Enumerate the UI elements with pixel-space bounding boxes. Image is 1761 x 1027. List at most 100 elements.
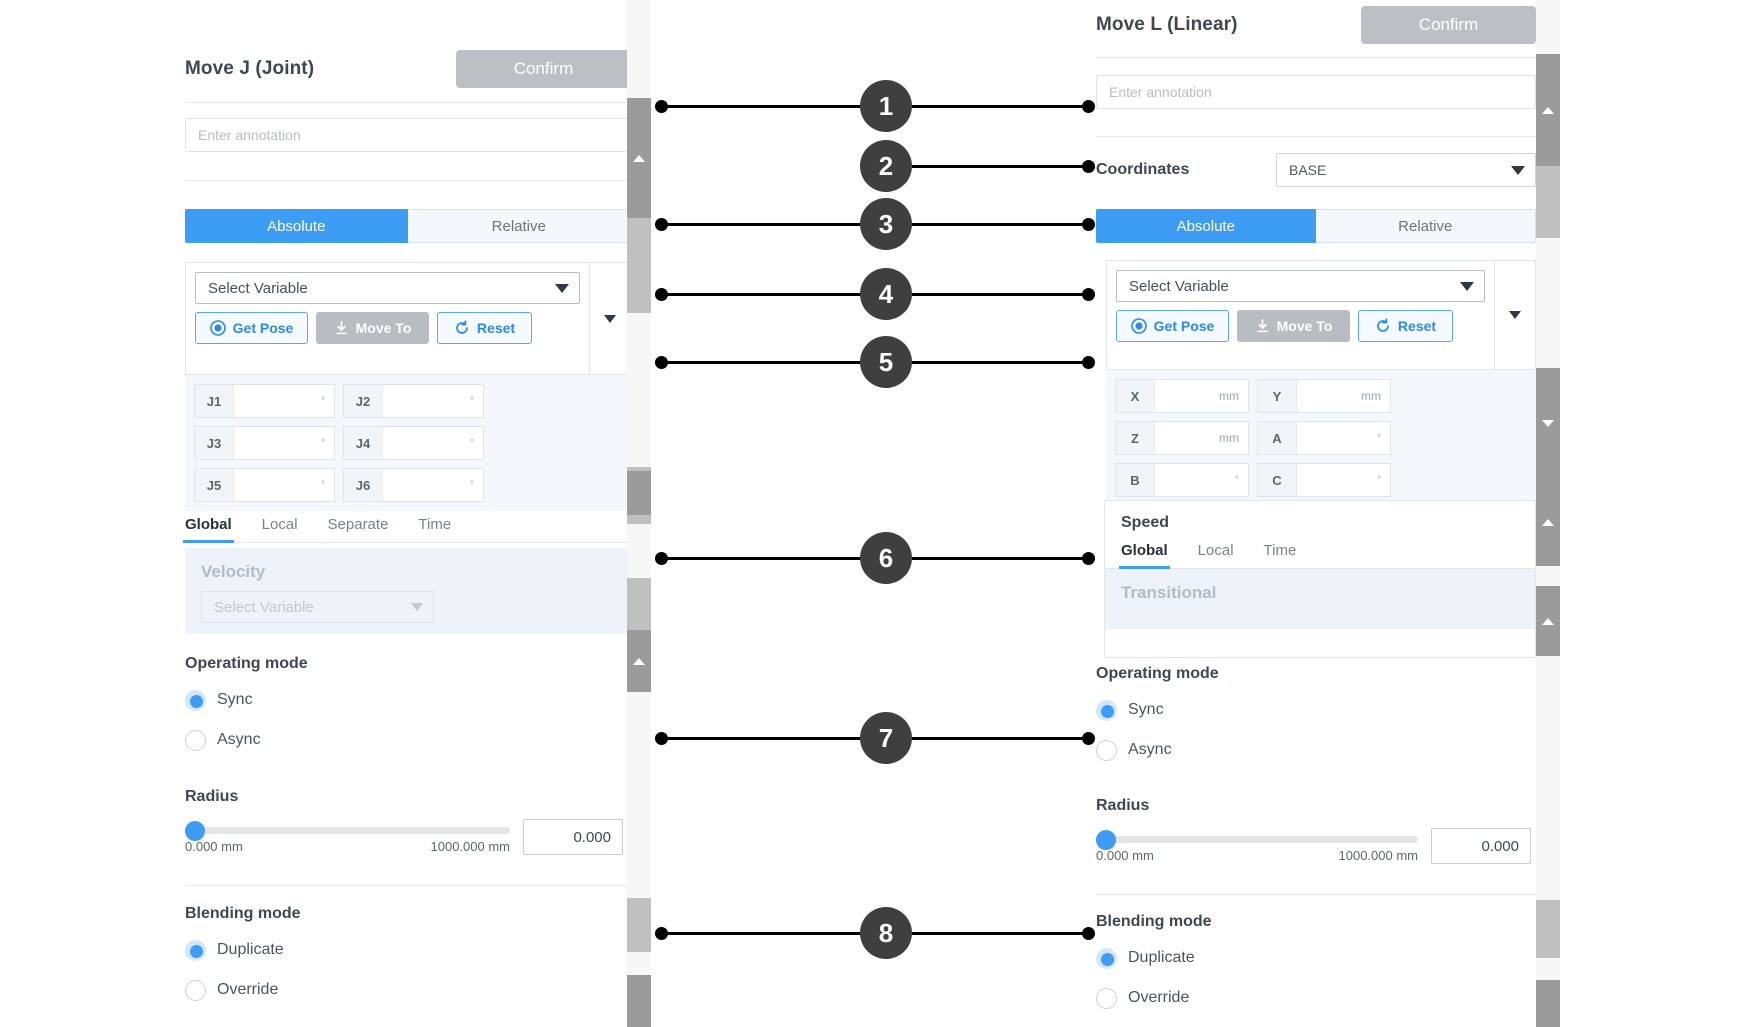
move-l-speed-tab-global[interactable]: Global bbox=[1119, 542, 1170, 569]
pose-field-z-unit: mm bbox=[1219, 431, 1239, 445]
move-j-tab-relative[interactable]: Relative bbox=[407, 209, 631, 243]
pose-field-z[interactable]: Z mm bbox=[1115, 421, 1249, 455]
move-j-speed-tab-time[interactable]: Time bbox=[418, 516, 452, 533]
move-l-scroll-thumb-g[interactable] bbox=[1536, 980, 1560, 1027]
move-j-velocity-select[interactable]: Select Variable bbox=[201, 591, 434, 623]
move-j-scroll-thumb-e[interactable] bbox=[627, 578, 651, 630]
pose-field-x-unit: mm bbox=[1219, 389, 1239, 403]
move-j-variable-select[interactable]: Select Variable bbox=[195, 272, 580, 304]
pose-field-c-value[interactable] bbox=[1297, 464, 1377, 496]
move-j-get-pose-button[interactable]: Get Pose bbox=[195, 312, 308, 344]
callout-5-line-left bbox=[660, 361, 885, 364]
move-j-radius-input[interactable]: 0.000 bbox=[523, 819, 623, 855]
move-j-radius-knob[interactable] bbox=[185, 821, 205, 841]
pose-field-b-value[interactable] bbox=[1155, 464, 1235, 496]
pose-field-y-value[interactable] bbox=[1297, 380, 1361, 412]
callout-1-dot-left bbox=[655, 100, 668, 113]
move-j-operating-mode-async[interactable]: Async bbox=[185, 725, 631, 755]
joint-field-j4[interactable]: J4 ° bbox=[343, 426, 484, 460]
move-l-scroll-thumb-f[interactable] bbox=[1536, 900, 1560, 958]
move-j-speed-tab-local[interactable]: Local bbox=[261, 516, 298, 533]
move-l-get-pose-button[interactable]: Get Pose bbox=[1116, 310, 1229, 342]
joint-field-j1[interactable]: J1 ° bbox=[194, 384, 335, 418]
callout-3-dot-left bbox=[655, 218, 668, 231]
move-l-speed-tab-local[interactable]: Local bbox=[1197, 542, 1234, 559]
move-j-header: Move J (Joint) Confirm bbox=[185, 50, 631, 88]
move-l-divider-top bbox=[1096, 57, 1536, 58]
joint-field-j6[interactable]: J6 ° bbox=[343, 468, 484, 502]
move-l-radius-range-labels: 0.000 mm 1000.000 mm bbox=[1096, 848, 1418, 863]
joint-field-j5-value[interactable] bbox=[234, 469, 321, 501]
move-j-blending-duplicate[interactable]: Duplicate bbox=[185, 935, 631, 965]
move-l-radius-knob[interactable] bbox=[1096, 830, 1116, 850]
pose-field-y[interactable]: Y mm bbox=[1257, 379, 1391, 413]
move-j-annotation-input[interactable] bbox=[185, 118, 631, 152]
move-l-tab-relative[interactable]: Relative bbox=[1315, 209, 1536, 243]
callout-marker-2: 2 bbox=[860, 140, 912, 192]
move-l-operating-mode-async[interactable]: Async bbox=[1096, 735, 1536, 765]
move-j-radius-slider[interactable]: 0.000 mm 1000.000 mm bbox=[185, 819, 510, 854]
move-l-move-to-button[interactable]: Move To bbox=[1237, 310, 1350, 342]
move-j-scrollbar[interactable] bbox=[627, 0, 651, 1027]
move-l-pose-expand[interactable] bbox=[1494, 261, 1535, 369]
move-l-scroll-thumb-e[interactable] bbox=[1536, 586, 1560, 656]
pose-field-c[interactable]: C ° bbox=[1257, 463, 1391, 497]
joint-field-j3-value[interactable] bbox=[234, 427, 321, 459]
pose-field-b[interactable]: B ° bbox=[1115, 463, 1249, 497]
move-j-scroll-thumb-f[interactable] bbox=[627, 630, 651, 692]
move-l-scroll-thumb-b[interactable] bbox=[1536, 166, 1560, 238]
joint-field-j3[interactable]: J3 ° bbox=[194, 426, 335, 460]
move-j-operating-mode-sync[interactable]: Sync bbox=[185, 685, 631, 715]
move-l-tab-absolute[interactable]: Absolute bbox=[1096, 209, 1316, 243]
move-l-scrollbar[interactable] bbox=[1536, 0, 1560, 1027]
callout-7-line-left bbox=[660, 737, 885, 740]
move-j-radius-track[interactable] bbox=[185, 827, 510, 834]
callout-2-line-right bbox=[912, 165, 1089, 168]
move-l-scroll-thumb-d[interactable] bbox=[1536, 478, 1560, 566]
move-l-confirm-button[interactable]: Confirm bbox=[1361, 6, 1536, 44]
move-j-blending-override[interactable]: Override bbox=[185, 975, 631, 1005]
move-l-operating-mode-sync[interactable]: Sync bbox=[1096, 695, 1536, 725]
move-j-scroll-thumb-h[interactable] bbox=[627, 975, 651, 1027]
move-l-annotation-input[interactable] bbox=[1096, 75, 1536, 109]
pose-field-a[interactable]: A ° bbox=[1257, 421, 1391, 455]
move-j-move-to-button[interactable]: Move To bbox=[316, 312, 429, 344]
move-l-radius-track[interactable] bbox=[1096, 836, 1418, 843]
joint-field-j2[interactable]: J2 ° bbox=[343, 384, 484, 418]
move-j-scroll-thumb-a[interactable] bbox=[627, 98, 651, 218]
pose-field-a-value[interactable] bbox=[1297, 422, 1377, 454]
move-l-scroll-thumb-a[interactable] bbox=[1536, 54, 1560, 166]
move-l-blending-duplicate[interactable]: Duplicate bbox=[1096, 943, 1536, 973]
move-j-speed-tab-separate[interactable]: Separate bbox=[327, 516, 389, 533]
move-l-variable-select[interactable]: Select Variable bbox=[1116, 270, 1485, 302]
move-j-reset-button[interactable]: Reset bbox=[437, 312, 532, 344]
move-l-speed-tab-time[interactable]: Time bbox=[1263, 542, 1297, 559]
move-j-blending-mode-heading: Blending mode bbox=[185, 905, 301, 922]
move-j-scroll-thumb-g[interactable] bbox=[627, 898, 651, 952]
move-j-scroll-thumb-b[interactable] bbox=[627, 218, 651, 313]
joint-field-j2-value[interactable] bbox=[383, 385, 470, 417]
joint-field-j6-key: J6 bbox=[344, 469, 383, 501]
move-l-blending-override[interactable]: Override bbox=[1096, 983, 1536, 1013]
joint-field-j6-value[interactable] bbox=[383, 469, 470, 501]
move-j-confirm-button[interactable]: Confirm bbox=[456, 50, 631, 88]
joint-field-j1-value[interactable] bbox=[234, 385, 321, 417]
move-l-reset-button[interactable]: Reset bbox=[1358, 310, 1453, 342]
move-l-scroll-thumb-c[interactable] bbox=[1536, 368, 1560, 478]
joint-field-j4-value[interactable] bbox=[383, 427, 470, 459]
joint-field-j5-key: J5 bbox=[195, 469, 234, 501]
joint-field-j5[interactable]: J5 ° bbox=[194, 468, 335, 502]
move-j-pose-buttons: Get Pose Move To Reset bbox=[195, 312, 580, 344]
move-j-pose-expand[interactable] bbox=[589, 263, 630, 374]
move-j-operating-mode-heading: Operating mode bbox=[185, 655, 308, 672]
move-j-scroll-thumb-d[interactable] bbox=[627, 471, 651, 515]
move-l-blending-override-label: Override bbox=[1128, 989, 1190, 1006]
pose-field-x[interactable]: X mm bbox=[1115, 379, 1249, 413]
move-j-tab-absolute[interactable]: Absolute bbox=[185, 209, 408, 243]
pose-field-x-value[interactable] bbox=[1155, 380, 1219, 412]
move-l-radius-input[interactable]: 0.000 bbox=[1431, 828, 1531, 864]
pose-field-z-value[interactable] bbox=[1155, 422, 1219, 454]
move-l-radius-slider[interactable]: 0.000 mm 1000.000 mm bbox=[1096, 828, 1418, 863]
move-j-speed-tab-global[interactable]: Global bbox=[183, 516, 234, 543]
move-l-coordinates-select[interactable]: BASE bbox=[1276, 153, 1536, 187]
